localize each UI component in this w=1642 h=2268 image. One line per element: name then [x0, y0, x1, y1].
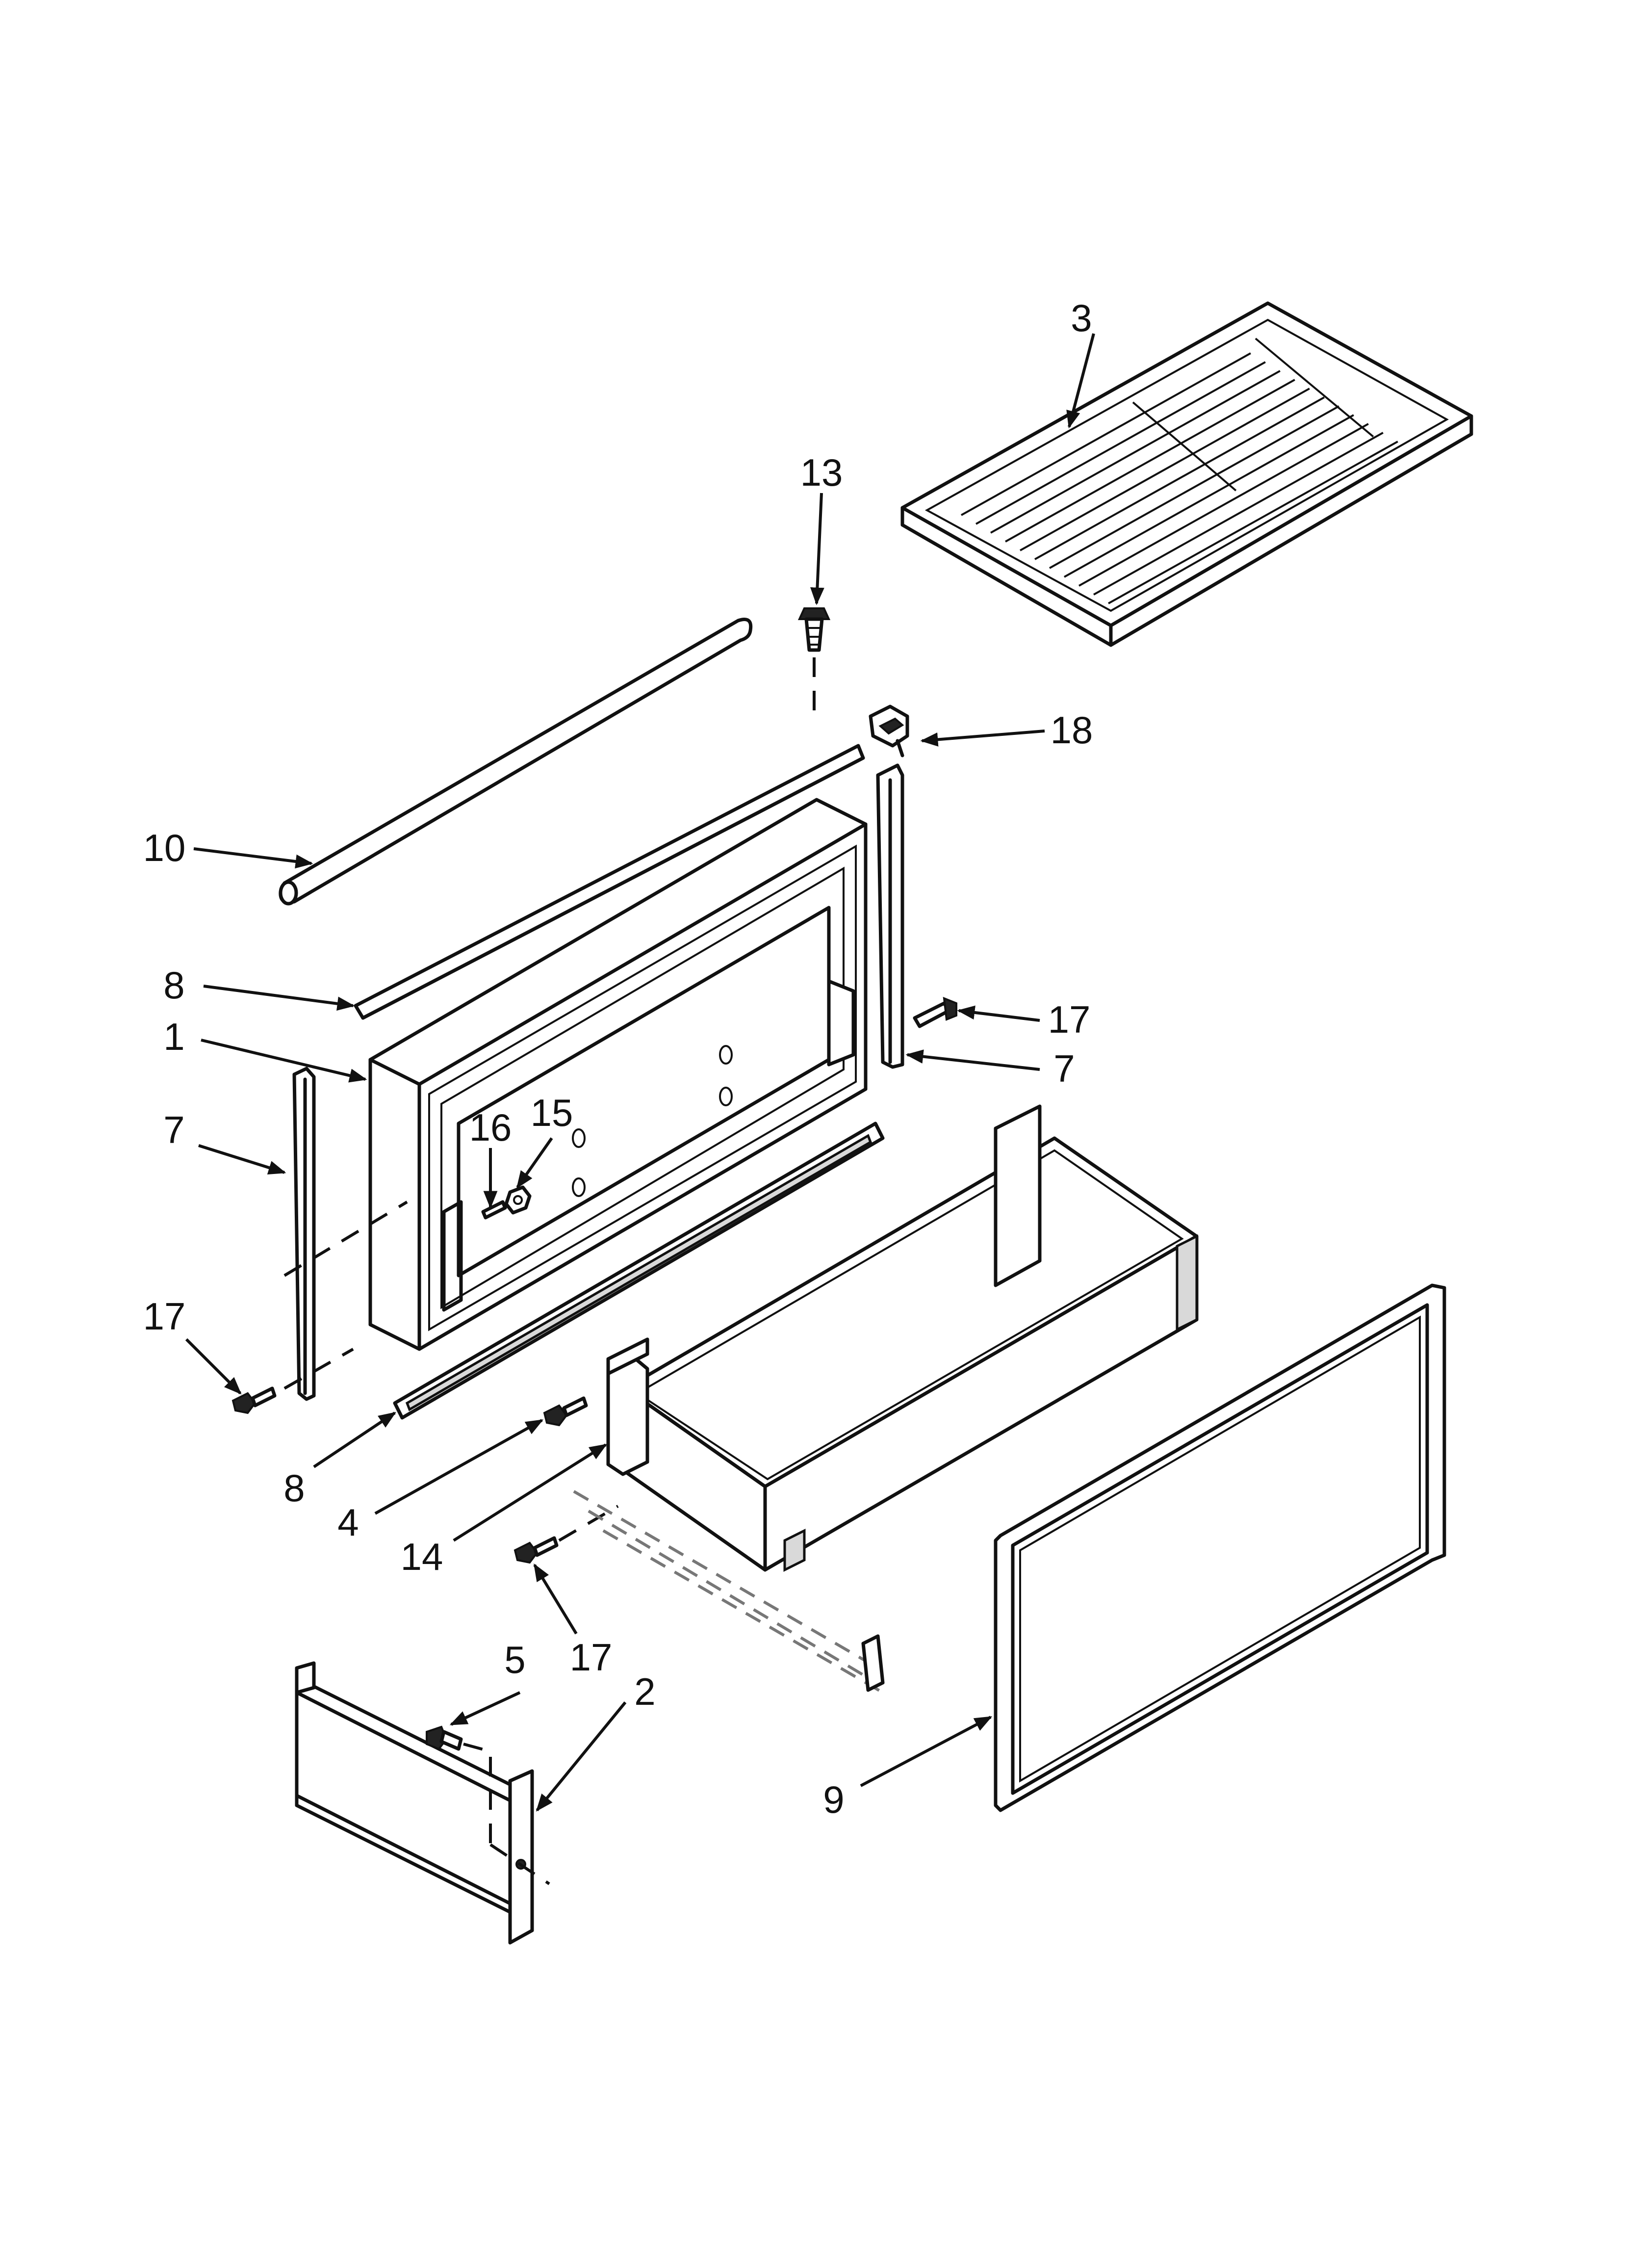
leader-18 [920, 730, 1045, 747]
leader-13 [810, 493, 824, 605]
callout-10: 10 [143, 826, 186, 869]
callout-1: 1 [163, 1015, 184, 1058]
screw-13-part [797, 607, 831, 652]
left-side-trim-part [292, 1067, 316, 1401]
top-trim-strip-part [354, 744, 865, 1020]
leader-17-lower [533, 1563, 578, 1635]
callout-8-top: 8 [163, 964, 184, 1007]
leader-17-left [185, 1338, 242, 1395]
leader-lines [185, 333, 1095, 1812]
screw-5-guide-end [489, 1843, 550, 1885]
leader-1 [201, 1039, 367, 1083]
callout-3: 3 [1071, 296, 1092, 339]
callout-17-lower: 17 [570, 1636, 613, 1679]
nut-15-part [504, 1185, 532, 1215]
callout-4: 4 [337, 1501, 359, 1544]
leader-10 [193, 847, 313, 869]
hinge-clip-part [869, 704, 909, 757]
callout-8-bottom: 8 [283, 1466, 305, 1510]
callout-7-right: 7 [1053, 1047, 1075, 1090]
leader-3 [1066, 333, 1095, 429]
leader-17-right [957, 1005, 1040, 1022]
leader-8-bottom [313, 1411, 396, 1468]
screw-17-lower-guide [558, 1505, 619, 1542]
leader-7-right [905, 1049, 1040, 1071]
left-trim-guide-upper [283, 1200, 408, 1277]
leader-9 [860, 1716, 993, 1787]
grille-tray-part [900, 301, 1473, 647]
leader-4 [374, 1419, 544, 1515]
screw-17-upper-part [913, 996, 957, 1028]
drawer-body-part [606, 1104, 1199, 1572]
screw-5-part [426, 1725, 463, 1751]
callout-2: 2 [634, 1670, 655, 1713]
callout-5: 5 [504, 1638, 525, 1681]
drawer-front-panel-part [295, 1661, 534, 1945]
callout-7-left: 7 [163, 1108, 184, 1151]
screw-17-left-part [231, 1386, 277, 1414]
screw-4-part [543, 1396, 588, 1427]
callout-18: 18 [1051, 708, 1093, 752]
callout-16: 16 [469, 1106, 512, 1149]
bottom-trim-strip-part [393, 1121, 885, 1420]
left-trim-guide-lower [283, 1348, 354, 1390]
screw-17-lower-part [513, 1536, 559, 1564]
callout-14: 14 [401, 1535, 443, 1578]
leader-5 [449, 1691, 521, 1726]
leader-14 [453, 1443, 608, 1542]
ghost-slide-rail [573, 1490, 885, 1694]
door-gasket-part [994, 1283, 1446, 1812]
callout-17-left: 17 [143, 1295, 186, 1338]
callout-15: 15 [531, 1091, 573, 1134]
leader-7-left [198, 1144, 286, 1175]
right-side-trim-part [876, 763, 904, 1069]
leader-2 [536, 1701, 627, 1812]
callout-17-right: 17 [1048, 998, 1091, 1041]
leader-15 [516, 1137, 553, 1189]
callout-13: 13 [800, 451, 843, 494]
screw-5-guide [463, 1743, 492, 1845]
leader-8-top [203, 985, 355, 1011]
callout-labels: 3 13 18 10 8 1 17 7 7 15 16 17 8 4 14 17… [143, 296, 1093, 1821]
door-handle-tube-part [279, 618, 753, 906]
callout-9: 9 [823, 1778, 844, 1821]
